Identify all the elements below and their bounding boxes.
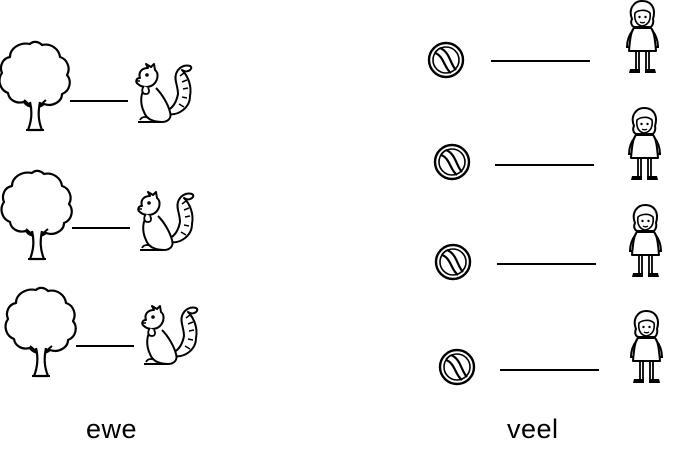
tree-icon <box>0 40 71 132</box>
girl-icon <box>626 0 659 74</box>
right-pair-3 <box>434 204 662 281</box>
tennis-ball-icon <box>433 143 471 181</box>
squirrel-icon <box>135 63 193 123</box>
left-caption: ewe <box>86 414 138 444</box>
tennis-ball-icon <box>427 41 465 79</box>
tennis-ball-icon <box>434 243 472 281</box>
tennis-ball-icon <box>438 348 476 386</box>
left-pair-1 <box>0 40 193 132</box>
girl-icon <box>630 310 663 384</box>
tree-icon <box>0 169 73 261</box>
squirrel-icon <box>137 191 195 251</box>
right-pair-1 <box>427 0 659 79</box>
girl-icon <box>629 204 662 278</box>
left-pair-3 <box>4 286 199 378</box>
left-pair-2 <box>0 169 195 261</box>
right-pair-4 <box>438 310 663 386</box>
right-caption: veel <box>507 414 559 444</box>
squirrel-icon <box>141 305 199 365</box>
tree-icon <box>4 286 77 378</box>
right-pair-2 <box>433 107 661 181</box>
girl-icon <box>628 107 661 181</box>
